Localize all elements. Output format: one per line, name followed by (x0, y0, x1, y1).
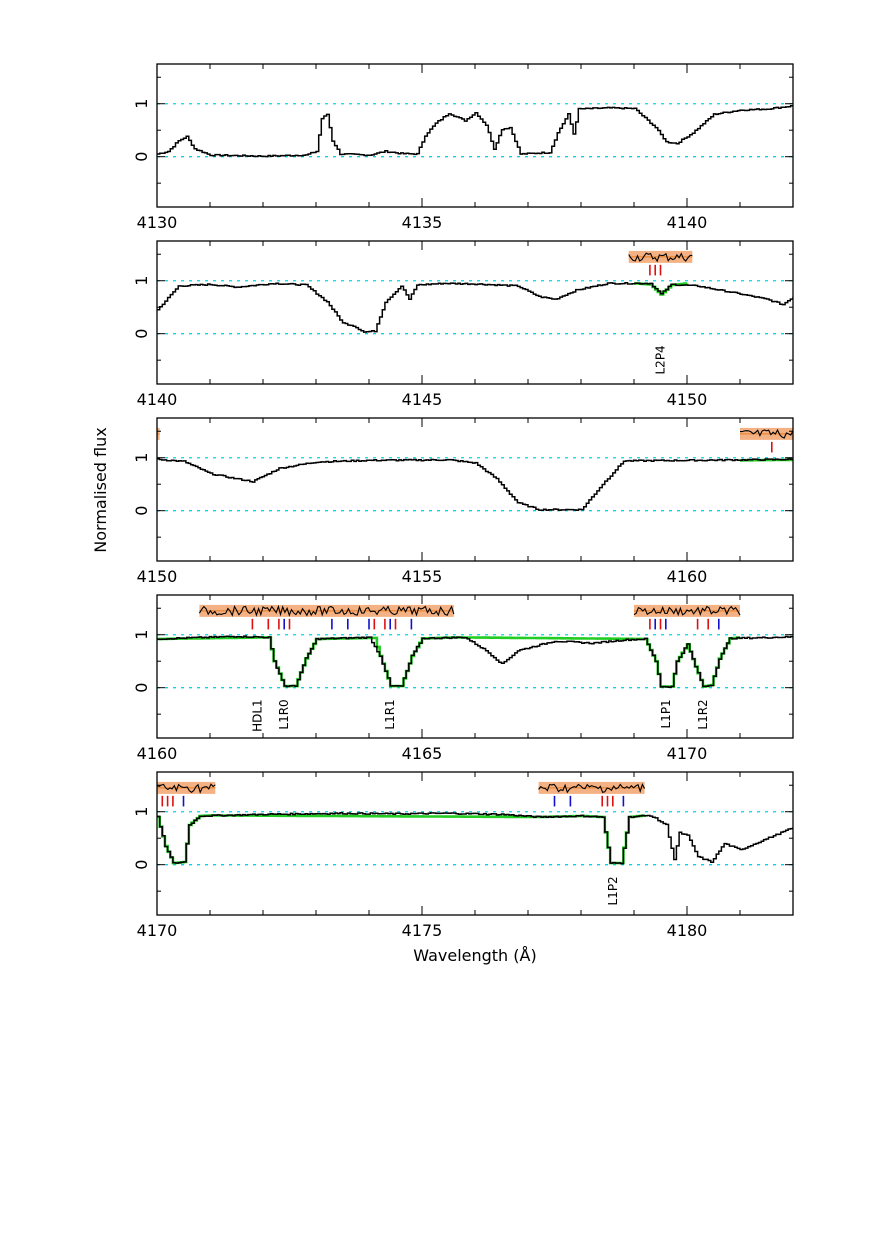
y-tick-label: 0 (132, 152, 151, 162)
x-tick-label: 4160 (667, 567, 708, 586)
transition-label: L1P2 (606, 876, 620, 905)
x-tick-label: 4175 (402, 921, 443, 940)
y-tick-label: 1 (132, 99, 151, 109)
x-tick-label: 4130 (137, 213, 178, 232)
y-tick-label: 0 (132, 860, 151, 870)
residual-trace (157, 783, 216, 794)
x-tick-label: 4150 (667, 390, 708, 409)
y-tick-label: 1 (132, 807, 151, 817)
spectrum-line (157, 635, 793, 688)
y-tick-label: 1 (132, 630, 151, 640)
transition-label: L1P1 (659, 699, 673, 728)
spectrum-line (157, 458, 793, 512)
y-tick-label: 0 (132, 506, 151, 516)
x-tick-label: 4145 (402, 390, 443, 409)
transition-label: L1R1 (383, 699, 397, 729)
y-tick-label: 0 (132, 683, 151, 693)
x-tick-label: 4160 (137, 744, 178, 763)
residual-trace (633, 605, 741, 617)
panel-frame (156, 63, 794, 208)
transition-label: HDL1 (251, 699, 265, 732)
spectrum-line (157, 105, 793, 158)
y-tick-label: 1 (132, 276, 151, 286)
panel-3: 4150 4155 4160 0 1 (132, 417, 794, 586)
residual-trace (740, 428, 793, 439)
panel-frame (156, 417, 794, 562)
x-tick-label: 4140 (137, 390, 178, 409)
panel-plot-area (157, 427, 793, 512)
panel-plot-area (157, 781, 793, 866)
x-tick-label: 4150 (137, 567, 178, 586)
y-tick-label: 1 (132, 453, 151, 463)
x-tick-label: 4180 (667, 921, 708, 940)
x-tick-label: 4165 (402, 744, 443, 763)
transition-label: L1R2 (696, 699, 710, 729)
panel-frame (156, 240, 794, 385)
panel-plot-area (157, 250, 793, 335)
residual-trace (538, 782, 646, 794)
panel-frame (156, 771, 794, 916)
spectrum-line (157, 281, 793, 333)
panel-1: 4130 4135 4140 0 1 (132, 63, 794, 232)
x-tick-label: 4155 (402, 567, 443, 586)
y-axis-label: Normalised flux (91, 427, 110, 552)
panel-plot-area (157, 604, 793, 689)
residual-trace (198, 604, 455, 617)
x-tick-label: 4170 (137, 921, 178, 940)
spectrum-line (157, 812, 793, 865)
model-fit-line (157, 814, 646, 865)
x-tick-label: 4140 (667, 213, 708, 232)
residual-trace (628, 252, 693, 263)
transition-label: L1R0 (277, 699, 291, 729)
panel-plot-area (157, 103, 793, 158)
x-tick-label: 4135 (402, 213, 443, 232)
x-tick-label: 4170 (667, 744, 708, 763)
model-fit-line (157, 636, 742, 688)
transition-label: L2P4 (654, 345, 668, 374)
x-axis-label: Wavelength (Å) (413, 946, 536, 965)
y-tick-label: 0 (132, 329, 151, 339)
